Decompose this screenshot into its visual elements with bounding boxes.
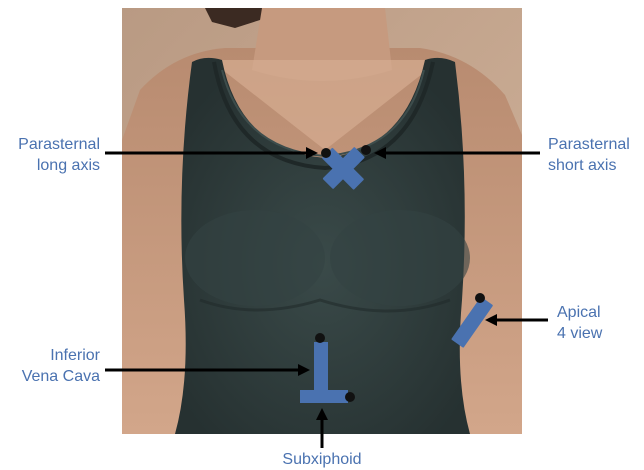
apical-dot [475,293,485,303]
label-inferior-vena-cava: Inferior Vena Cava [4,345,100,387]
parasternal-long-dot [321,148,331,158]
parasternal-short-dot [361,145,371,155]
label-parasternal-long-axis: Parasternal long axis [4,134,100,176]
label-subxiphoid: Subxiphoid [262,449,382,470]
subxiphoid-dot [345,392,355,402]
bust-shading-left [185,210,325,306]
label-parasternal-short-axis: Parasternal short axis [548,134,642,176]
bust-shading-right [330,210,470,306]
ivc-dot [315,333,325,343]
subxiphoid-probe [300,390,348,403]
label-apical-4-view: Apical 4 view [557,302,637,344]
ivc-probe [314,342,328,390]
